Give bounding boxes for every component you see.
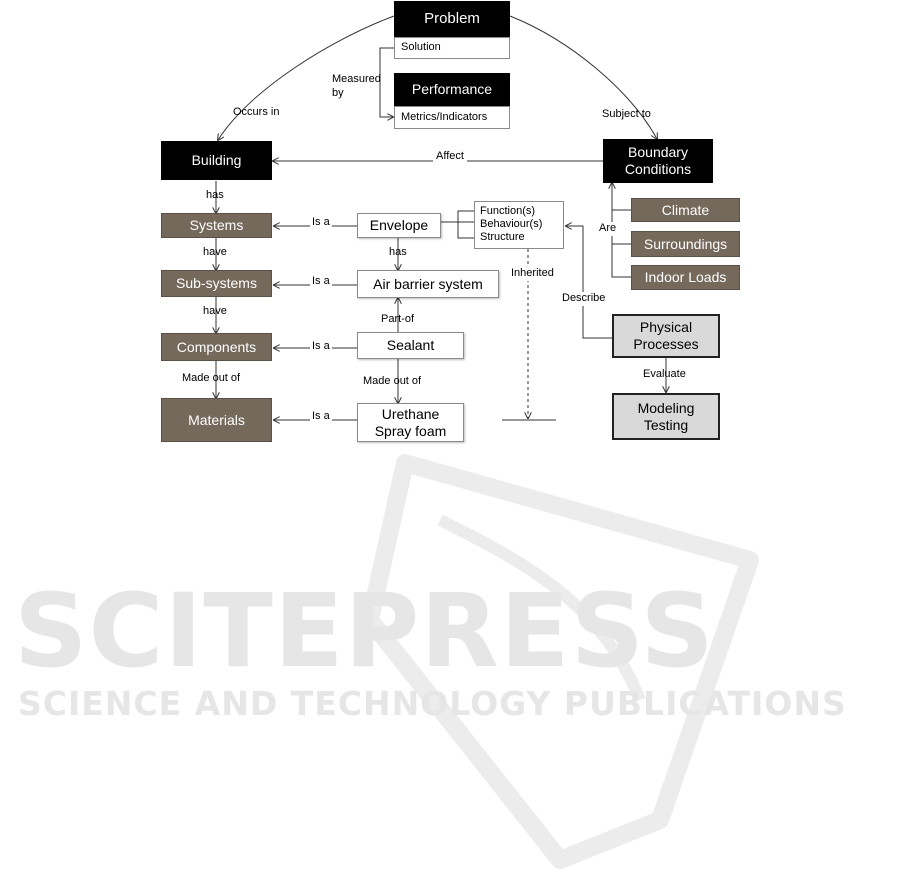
building-node: Building <box>161 141 272 180</box>
inherited-label: Inherited <box>509 267 556 281</box>
watermark-title: SCITEPRESS <box>14 572 715 691</box>
structure-item: Structure <box>480 231 525 244</box>
made-out-of-label-2: Made out of <box>363 375 422 387</box>
affect-label: Affect <box>433 150 467 164</box>
evaluate-label: Evaluate <box>643 368 686 380</box>
has-label-2: has <box>389 246 407 258</box>
components-node: Components <box>161 333 272 361</box>
sealant-node: Sealant <box>357 332 464 359</box>
performance-node: Performance <box>394 73 510 106</box>
indoor-loads-node: Indoor Loads <box>631 265 740 290</box>
function-item: Function(s) <box>480 205 536 217</box>
air-barrier-system-node: Air barrier system <box>357 270 499 298</box>
part-of-label: Part-of <box>381 313 415 325</box>
solution-node: Solution <box>394 37 510 59</box>
behaviour-item: Behaviour(s) <box>480 218 543 231</box>
watermark-subtitle: SCIENCE AND TECHNOLOGY PUBLICATIONS <box>18 684 847 723</box>
is-a-label-2: Is a <box>310 275 332 289</box>
problem-node: Problem <box>394 1 510 37</box>
metrics-node: Metrics/Indicators <box>394 106 510 129</box>
is-a-label-3: Is a <box>310 340 332 354</box>
occurs-in-label: Occurs in <box>233 106 280 118</box>
materials-node: Materials <box>161 398 272 442</box>
has-label-1: has <box>206 189 224 201</box>
modeling-testing-node: Modeling Testing <box>612 393 720 440</box>
is-a-label-1: Is a <box>310 216 332 230</box>
climate-node: Climate <box>631 198 740 222</box>
have-label-1: have <box>203 246 227 258</box>
physical-processes-node: Physical Processes <box>612 314 720 358</box>
sub-systems-node: Sub-systems <box>161 270 272 297</box>
systems-node: Systems <box>161 213 272 238</box>
have-label-2: have <box>203 305 227 317</box>
measured-by-label: Measured by <box>332 73 381 99</box>
envelope-node: Envelope <box>357 213 441 238</box>
made-out-of-label-1: Made out of <box>182 372 241 384</box>
surroundings-node: Surroundings <box>631 231 740 257</box>
function-behaviour-structure-list: Function(s) Behaviour(s) Structure <box>474 201 564 249</box>
is-a-label-4: Is a <box>310 410 332 424</box>
describe-label: Describe <box>560 292 608 306</box>
boundary-conditions-node: Boundary Conditions <box>603 139 713 183</box>
are-label: Are <box>597 222 619 236</box>
urethane-spray-foam-node: Urethane Spray foam <box>357 403 464 442</box>
subject-to-label: Subject to <box>602 108 651 120</box>
